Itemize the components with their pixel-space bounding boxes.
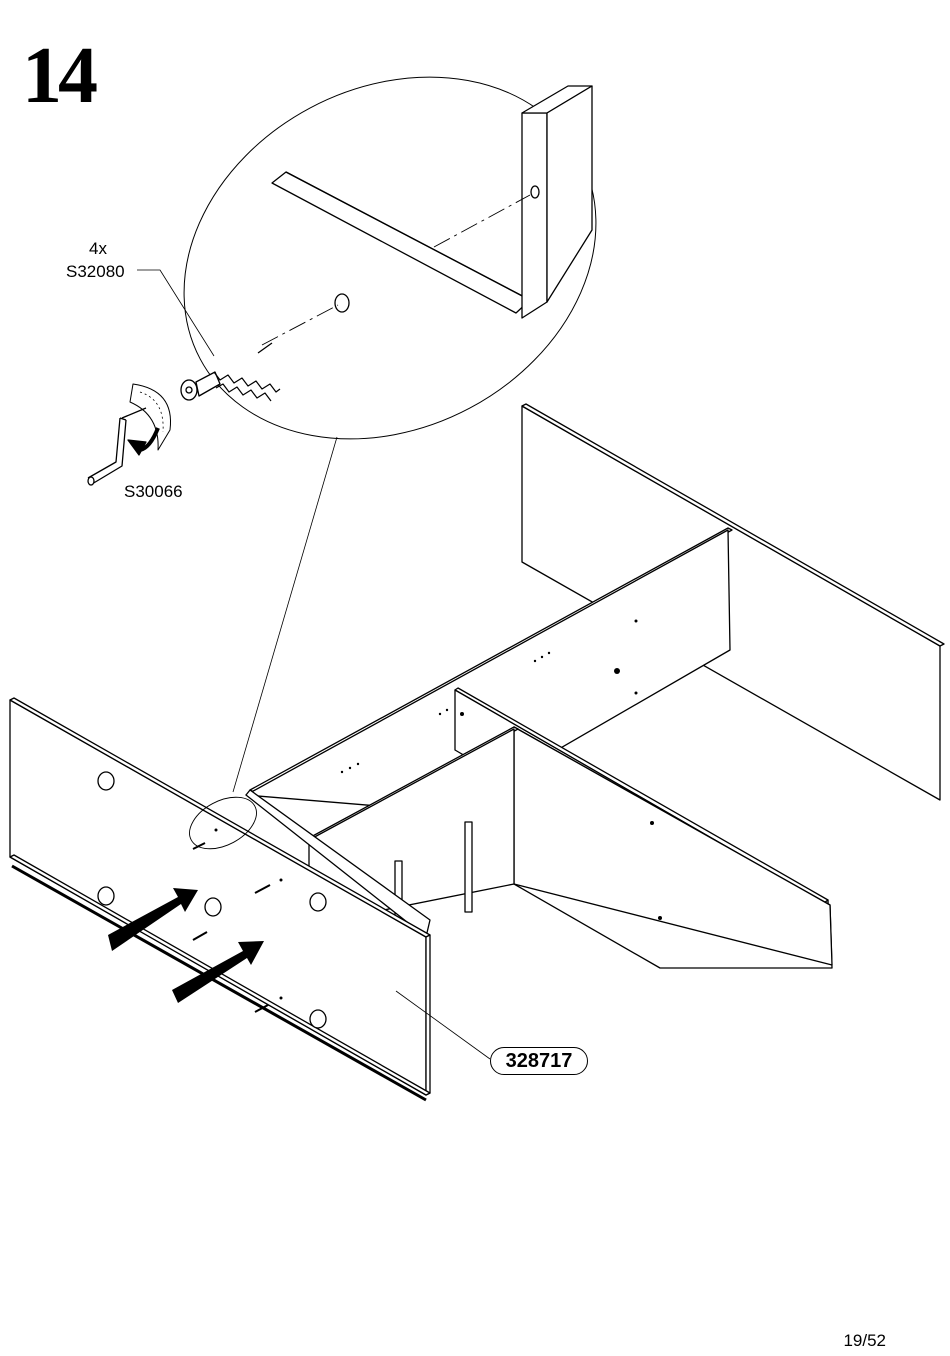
hex-key-part-code: S30066	[124, 483, 183, 500]
screw-part-code: S32080	[66, 263, 125, 280]
step-number: 14	[22, 36, 94, 116]
carcass	[10, 404, 944, 1100]
screw-icon	[181, 343, 280, 401]
panel-part-code: 328717	[490, 1047, 588, 1075]
page-number: 19/52	[843, 1331, 886, 1351]
detail-side-panel	[522, 86, 592, 318]
screw-quantity-label: 4x	[89, 240, 107, 257]
hex-key-icon	[88, 384, 171, 485]
